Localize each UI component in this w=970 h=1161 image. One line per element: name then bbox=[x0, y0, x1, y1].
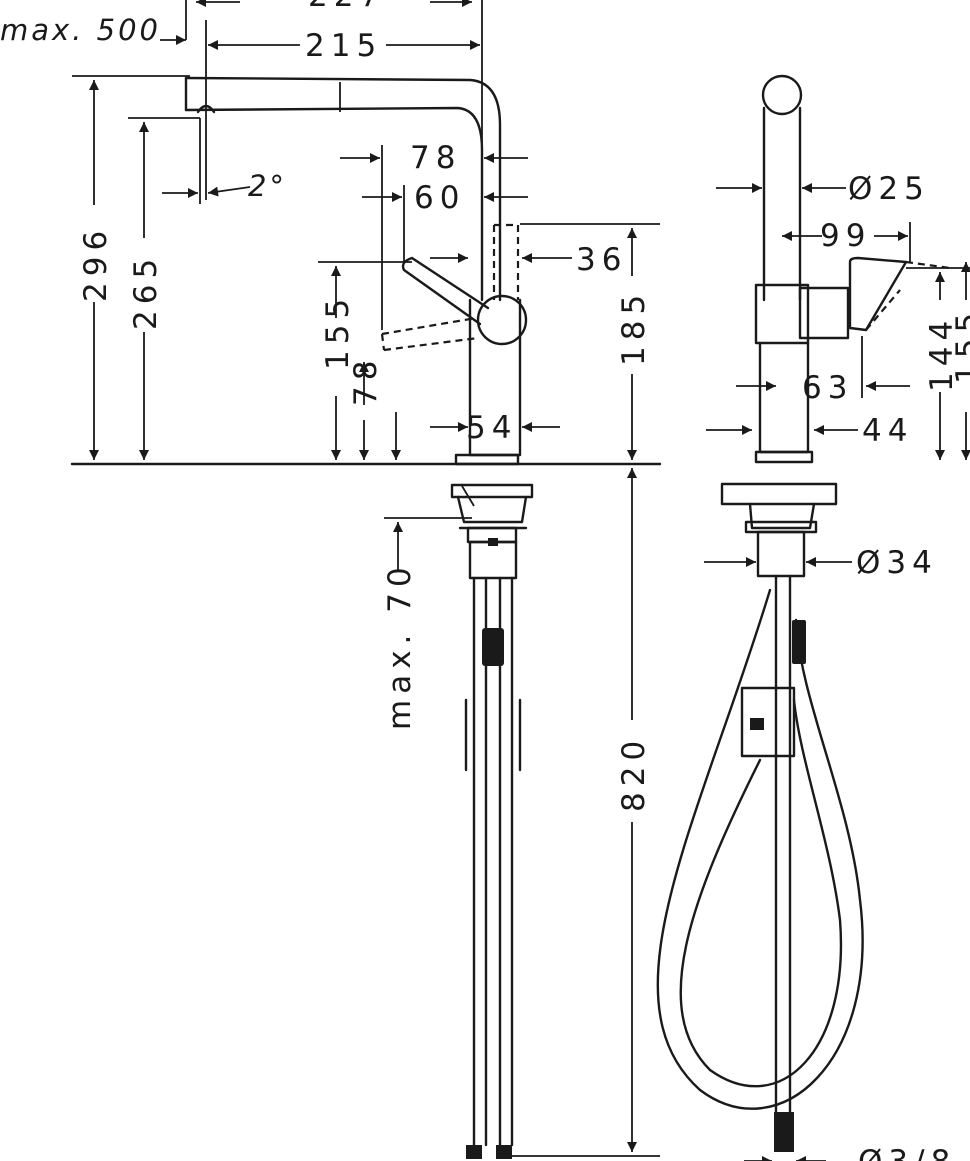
dim-155-label: 155 bbox=[320, 293, 356, 370]
spout-outline bbox=[184, 76, 502, 302]
base-ring bbox=[454, 453, 520, 466]
dim-2deg-arrow-right bbox=[207, 186, 251, 197]
body-upper bbox=[754, 283, 810, 345]
mounting-detail bbox=[461, 485, 475, 507]
mounting-nut bbox=[456, 495, 528, 524]
hose-clip bbox=[464, 698, 522, 772]
dim-54-label: 54 bbox=[466, 410, 517, 446]
dim-max-70-label: max. 70 bbox=[382, 561, 418, 730]
base-ring-front bbox=[754, 450, 814, 464]
shank-screw bbox=[488, 538, 498, 546]
front-view: Ø25 99 63 44 144 155 Ø34 Ø3/8 bbox=[656, 74, 970, 1161]
pullout-hose-loop-inner bbox=[679, 698, 843, 1088]
lever-block bbox=[798, 286, 850, 340]
dim-144-label: 144 bbox=[924, 315, 960, 392]
dim-d34-label: Ø34 bbox=[856, 545, 938, 581]
spout-column bbox=[762, 106, 802, 302]
dim-36-label: 36 bbox=[576, 242, 627, 278]
dim-44-label: 44 bbox=[862, 413, 913, 449]
mounting-nut-front bbox=[748, 502, 816, 530]
dim-78-lever-label: 78 bbox=[348, 355, 384, 406]
shank-body bbox=[468, 540, 518, 580]
dim-215-label: 215 bbox=[305, 28, 382, 64]
lever-side-dashed bbox=[865, 260, 951, 331]
dim-63-label: 63 bbox=[802, 370, 853, 406]
lever-knob bbox=[476, 294, 528, 346]
shank-front bbox=[756, 530, 806, 578]
dim-296-label: 296 bbox=[78, 225, 114, 302]
hose-weight bbox=[482, 628, 504, 666]
front-clip-detail bbox=[750, 718, 764, 730]
dim-d25-label: Ø25 bbox=[848, 171, 930, 207]
dim-227-label: 227 bbox=[308, 0, 385, 14]
dim-155-front-label: 155 bbox=[950, 307, 970, 384]
dim-185-label: 185 bbox=[616, 289, 652, 366]
front-hose-clip bbox=[740, 686, 796, 758]
lever-handle-alt bbox=[380, 316, 479, 352]
mounting-plate-front bbox=[720, 482, 838, 506]
dim-265-label: 265 bbox=[128, 253, 164, 330]
lever-side bbox=[848, 256, 908, 332]
dim-60-label: 60 bbox=[414, 180, 465, 216]
lever-handle bbox=[401, 256, 490, 326]
dim-99-label: 99 bbox=[820, 218, 871, 254]
dim-d38-label: Ø3/8 bbox=[858, 1144, 956, 1161]
dim-2deg-label: 2° bbox=[248, 169, 287, 203]
spout-top-circle bbox=[761, 74, 803, 116]
side-view: 227 max. 500 215 2° 78 60 36 185 bbox=[0, 0, 662, 1159]
dim-78-top-label: 78 bbox=[410, 140, 461, 176]
dim-820-label: 820 bbox=[616, 735, 652, 812]
mounting-plate bbox=[450, 483, 534, 499]
hose-connector-left bbox=[466, 1145, 482, 1159]
pullout-hose-loop-outer bbox=[656, 588, 864, 1110]
body-lower bbox=[758, 341, 810, 454]
dim-max-500-label: max. 500 bbox=[0, 13, 161, 47]
front-connector bbox=[774, 1112, 794, 1152]
